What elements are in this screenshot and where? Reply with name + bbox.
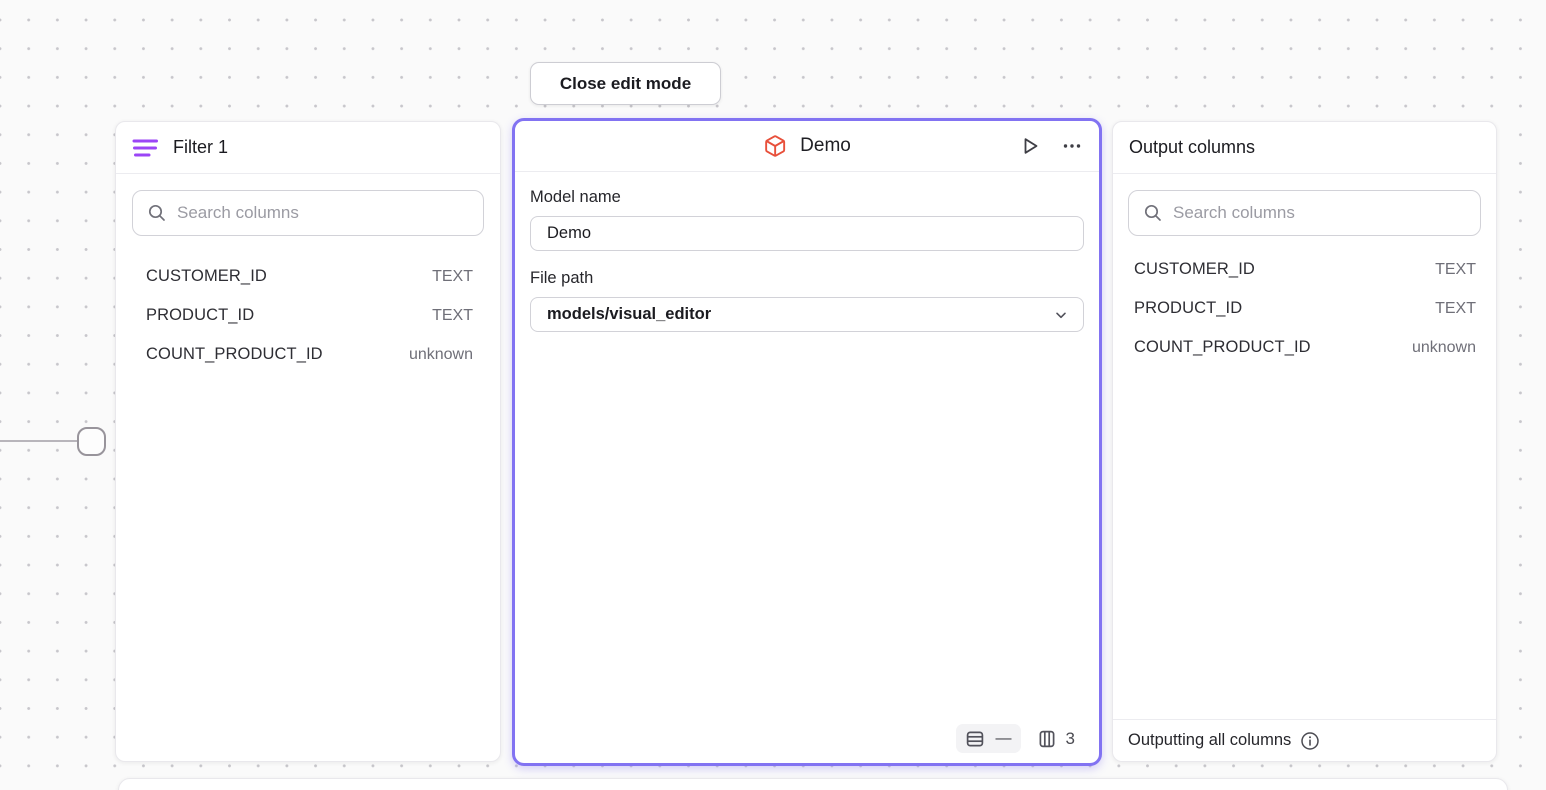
column-row[interactable]: COUNT_PRODUCT_ID unknown — [146, 335, 473, 374]
column-name: COUNT_PRODUCT_ID — [146, 345, 323, 363]
column-row[interactable]: COUNT_PRODUCT_ID unknown — [1134, 328, 1476, 367]
filter-column-list: CUSTOMER_ID TEXT PRODUCT_ID TEXT COUNT_P… — [116, 257, 500, 374]
chevron-down-icon — [1053, 307, 1069, 323]
model-name-label: Model name — [530, 188, 621, 206]
model-title-group: Demo — [763, 134, 851, 158]
file-path-select[interactable]: models/visual_editor — [530, 297, 1084, 332]
file-path-label: File path — [530, 269, 594, 287]
connector-handle[interactable] — [77, 427, 106, 456]
column-row[interactable]: CUSTOMER_ID TEXT — [146, 257, 473, 296]
filter-panel-header[interactable]: Filter 1 — [116, 122, 500, 174]
model-stats-footer: — 3 — [955, 724, 1077, 753]
column-name: PRODUCT_ID — [1134, 299, 1243, 317]
row-count-stat[interactable]: — — [955, 724, 1021, 753]
file-path-value: models/visual_editor — [547, 305, 712, 323]
column-type: TEXT — [432, 306, 473, 324]
filter-search-input[interactable] — [177, 203, 469, 223]
model-panel-body: Model name File path models/visual_edito… — [515, 172, 1099, 332]
output-column-list: CUSTOMER_ID TEXT PRODUCT_ID TEXT COUNT_P… — [1113, 250, 1496, 367]
output-panel-title: Output columns — [1129, 137, 1256, 157]
row-count-value: — — [995, 729, 1012, 747]
close-edit-mode-button[interactable]: Close edit mode — [530, 62, 721, 105]
column-name: CUSTOMER_ID — [146, 267, 267, 285]
model-panel-header[interactable]: Demo — [515, 121, 1099, 172]
column-row[interactable]: CUSTOMER_ID TEXT — [1134, 250, 1476, 289]
model-name-input[interactable] — [530, 216, 1084, 251]
info-icon[interactable] — [1300, 731, 1320, 751]
column-type: TEXT — [1435, 299, 1476, 317]
search-icon — [147, 203, 167, 223]
model-node-panel[interactable]: Demo Model name File path models/visual_… — [512, 118, 1102, 766]
search-icon — [1143, 203, 1163, 223]
model-panel-title: Demo — [800, 135, 851, 156]
column-name: CUSTOMER_ID — [1134, 260, 1255, 278]
column-type: TEXT — [432, 267, 473, 285]
model-cube-icon — [763, 134, 787, 158]
filter-node-panel[interactable]: Filter 1 CUSTOMER_ID TEXT PRODUCT_ID TEX… — [115, 121, 501, 762]
output-search-input[interactable] — [1173, 203, 1466, 223]
column-type: unknown — [1411, 338, 1476, 356]
columns-icon — [1037, 729, 1057, 749]
output-footer: Outputting all columns — [1113, 719, 1496, 761]
column-row[interactable]: PRODUCT_ID TEXT — [146, 296, 473, 335]
output-panel-header[interactable]: Output columns — [1113, 122, 1496, 174]
column-name: PRODUCT_ID — [146, 306, 255, 324]
output-search-box[interactable] — [1128, 190, 1481, 236]
bottom-node-panel[interactable] — [118, 778, 1508, 790]
run-model-button[interactable] — [1017, 133, 1043, 159]
column-type: unknown — [408, 345, 473, 363]
output-columns-panel[interactable]: Output columns CUSTOMER_ID TEXT PRODUCT_… — [1112, 121, 1497, 762]
rows-icon — [965, 729, 985, 749]
filter-search-box[interactable] — [132, 190, 484, 236]
column-count-stat[interactable]: 3 — [1035, 729, 1077, 749]
connector-edge — [0, 440, 78, 442]
model-header-actions — [1017, 133, 1085, 159]
more-options-button[interactable] — [1059, 133, 1085, 159]
column-count-value: 3 — [1065, 728, 1075, 748]
column-type: TEXT — [1435, 260, 1476, 278]
column-row[interactable]: PRODUCT_ID TEXT — [1134, 289, 1476, 328]
column-name: COUNT_PRODUCT_ID — [1134, 338, 1311, 356]
filter-icon — [132, 138, 158, 158]
output-footer-label: Outputting all columns — [1128, 731, 1292, 749]
filter-panel-title: Filter 1 — [173, 137, 229, 157]
